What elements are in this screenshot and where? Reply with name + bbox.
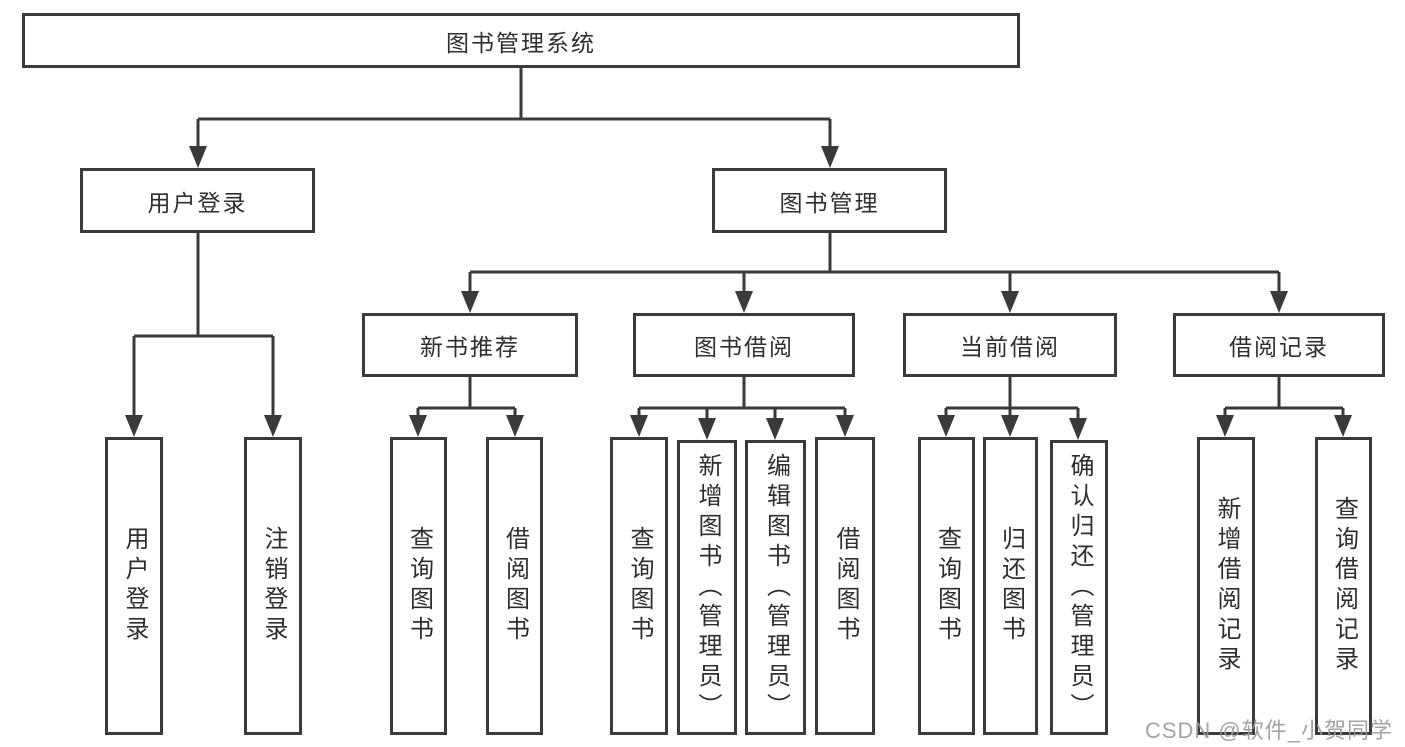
node-return-books: 归还图书 bbox=[983, 437, 1038, 735]
node-add-borrow-record: 新增借阅记录 bbox=[1197, 437, 1255, 735]
node-book-borrowing: 图书借阅 bbox=[633, 313, 855, 377]
connector-lines bbox=[132, 68, 1345, 433]
arrowhead-icon bbox=[937, 415, 955, 437]
node-user-login-label: 用户登录 bbox=[121, 526, 148, 646]
arrowhead-icon bbox=[836, 415, 854, 437]
node-search-books-2: 查询图书 bbox=[610, 437, 668, 735]
node-borrow-records-label: 借阅记录 bbox=[1229, 334, 1329, 360]
node-search-borrow-record-label: 查询借阅记录 bbox=[1330, 496, 1358, 676]
arrowhead-icon bbox=[821, 146, 839, 168]
node-book-management: 图书管理 bbox=[712, 168, 947, 233]
arrowhead-icon bbox=[1270, 291, 1288, 313]
node-new-book-recommend: 新书推荐 bbox=[362, 313, 578, 377]
csdn-watermark: CSDN @软件_小贺同学 bbox=[1144, 718, 1393, 743]
node-search-books-3: 查询图书 bbox=[918, 437, 975, 735]
node-book-management-label: 图书管理 bbox=[779, 189, 880, 216]
node-user-login-module-label: 用户登录 bbox=[147, 189, 248, 216]
node-add-books-admin-label: 新增图书（管理员） bbox=[694, 452, 721, 723]
node-return-books-label: 归还图书 bbox=[997, 526, 1025, 646]
node-confirm-return-admin-label: 确认归还（管理员） bbox=[1066, 452, 1093, 723]
node-borrow-books-1: 借阅图书 bbox=[486, 437, 543, 735]
arrowhead-icon bbox=[189, 146, 207, 168]
node-user-login: 用户登录 bbox=[105, 437, 163, 735]
arrowhead-icon bbox=[1001, 291, 1019, 313]
node-confirm-return-admin: 确认归还（管理员） bbox=[1050, 440, 1108, 735]
node-root: 图书管理系统 bbox=[22, 13, 1020, 68]
arrowhead-icon bbox=[1334, 415, 1352, 437]
node-search-books-1: 查询图书 bbox=[390, 437, 447, 735]
node-user-logout: 注销登录 bbox=[244, 437, 302, 735]
arrowhead-icon bbox=[766, 418, 784, 440]
arrowhead-icon bbox=[264, 415, 282, 437]
node-user-logout-label: 注销登录 bbox=[260, 526, 287, 646]
arrowheads bbox=[125, 146, 1352, 440]
node-borrow-books-2: 借阅图书 bbox=[815, 437, 875, 735]
node-borrow-books-2-label: 借阅图书 bbox=[832, 526, 859, 646]
node-add-books-admin: 新增图书（管理员） bbox=[677, 440, 737, 735]
arrowhead-icon bbox=[506, 415, 524, 437]
arrowhead-icon bbox=[735, 291, 753, 313]
node-book-borrowing-label: 图书借阅 bbox=[694, 334, 794, 360]
node-search-books-1-label: 查询图书 bbox=[405, 526, 433, 646]
node-user-login-module: 用户登录 bbox=[80, 168, 315, 233]
node-current-borrowing: 当前借阅 bbox=[903, 313, 1117, 377]
node-new-book-recommend-label: 新书推荐 bbox=[420, 334, 520, 360]
arrowhead-icon bbox=[461, 291, 479, 313]
node-edit-books-admin-label: 编辑图书（管理员） bbox=[762, 452, 790, 723]
arrowhead-icon bbox=[630, 415, 648, 437]
node-search-books-3-label: 查询图书 bbox=[933, 526, 961, 646]
node-edit-books-admin: 编辑图书（管理员） bbox=[745, 440, 806, 735]
arrowhead-icon bbox=[1216, 415, 1234, 437]
arrowhead-icon bbox=[1001, 415, 1019, 437]
node-current-borrowing-label: 当前借阅 bbox=[960, 334, 1060, 360]
node-borrow-records: 借阅记录 bbox=[1173, 313, 1385, 377]
node-search-books-2-label: 查询图书 bbox=[626, 526, 653, 646]
arrowhead-icon bbox=[409, 415, 427, 437]
node-root-label: 图书管理系统 bbox=[446, 29, 596, 56]
arrowhead-icon bbox=[125, 415, 143, 437]
arrowhead-icon bbox=[698, 418, 716, 440]
node-search-borrow-record: 查询借阅记录 bbox=[1315, 437, 1372, 735]
node-borrow-books-1-label: 借阅图书 bbox=[501, 526, 529, 646]
node-add-borrow-record-label: 新增借阅记录 bbox=[1213, 496, 1240, 676]
arrowhead-icon bbox=[1069, 418, 1087, 440]
